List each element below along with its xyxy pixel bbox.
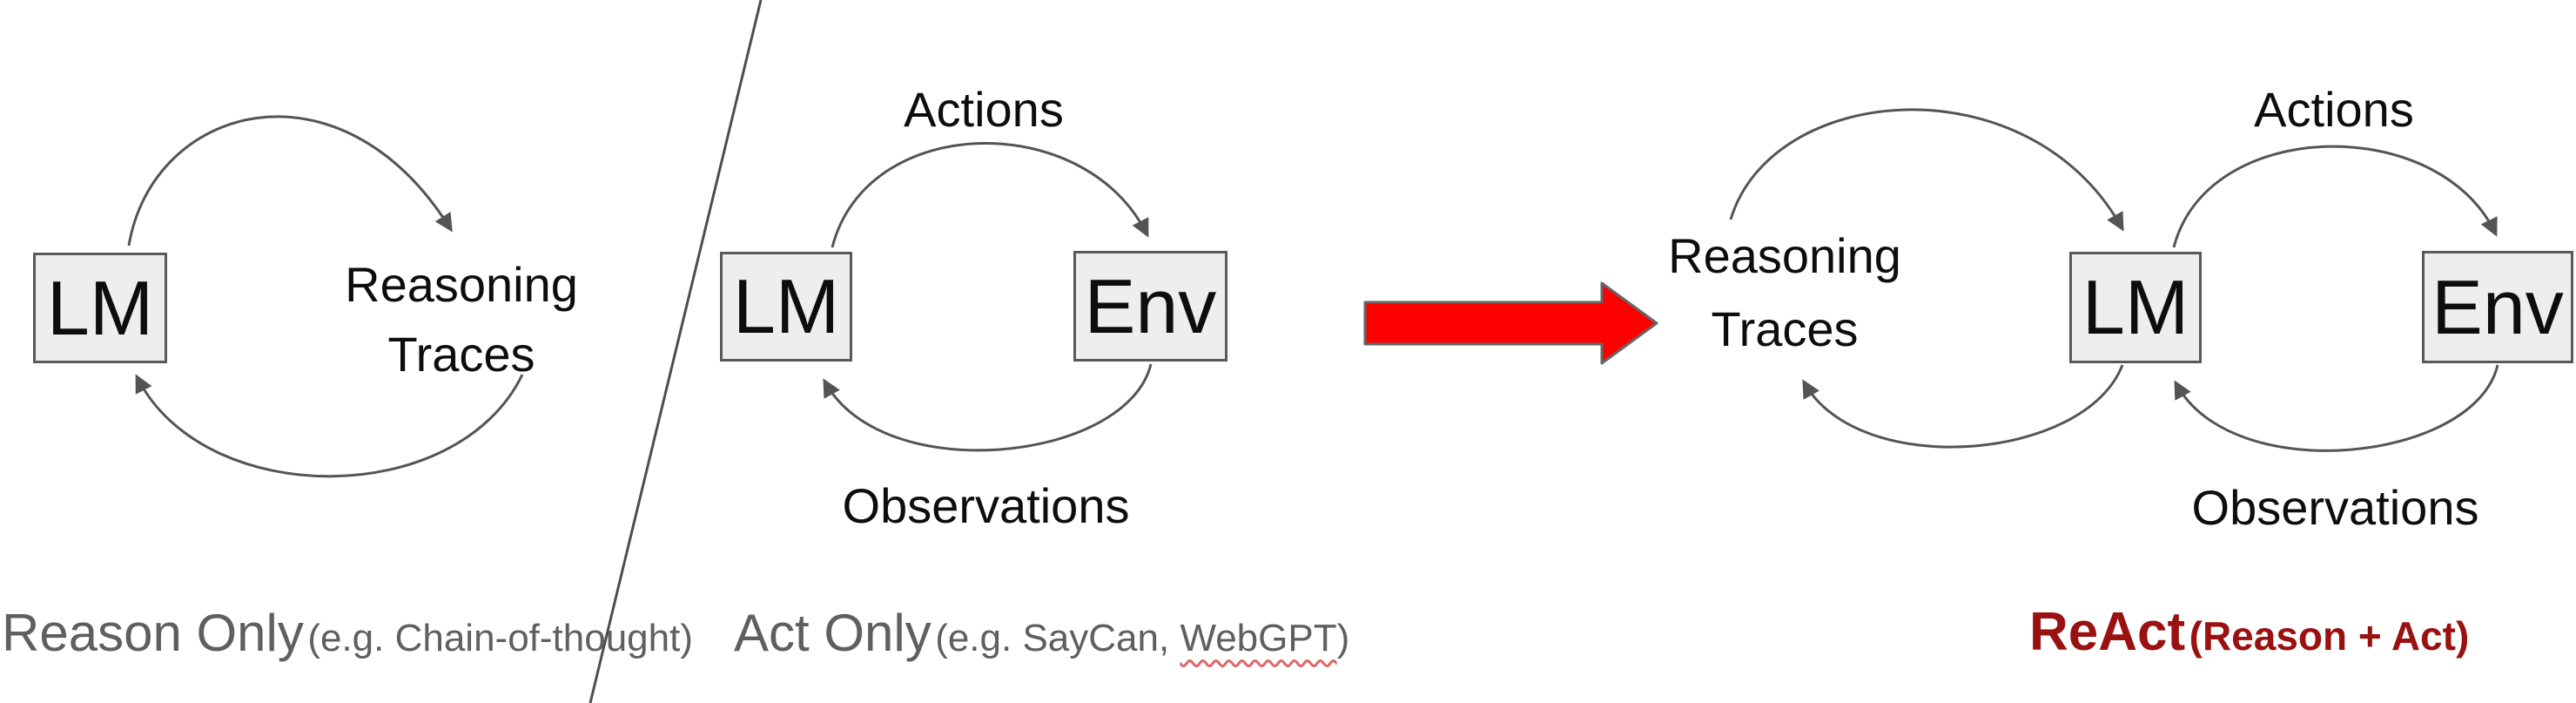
act-only-caption-detail: (e.g. SayCan, WebGPT): [935, 617, 1349, 659]
middle-bottom-arc: [823, 363, 1153, 452]
env-node: Env: [2422, 251, 2573, 363]
act-only-caption-main: Act Only: [734, 604, 932, 662]
env-node-label: Env: [1084, 262, 1217, 349]
react-caption: ReAct (Reason + Act): [2029, 601, 2469, 663]
left-top-arc: [127, 115, 453, 247]
lm-node-label: LM: [2082, 264, 2189, 350]
env-node-label: Env: [2431, 263, 2564, 350]
observations-label: Observations: [2185, 479, 2485, 536]
reasoning-traces-line1: Reasoning: [345, 257, 578, 312]
observations-label-text: Observations: [842, 478, 1130, 533]
right-reasoning-bottom-arc: [1802, 364, 2124, 449]
act-only-caption: Act Only (e.g. SayCan, WebGPT): [734, 603, 1349, 663]
actions-label-text: Actions: [2254, 82, 2414, 137]
reasoning-traces-line2: Traces: [1711, 301, 1859, 356]
lm-node: LM: [720, 252, 852, 362]
env-node: Env: [1073, 251, 1227, 362]
reasoning-traces-line2: Traces: [387, 327, 535, 382]
observations-label-text: Observations: [2191, 480, 2479, 535]
reasoning-traces-label: Reasoning Traces: [1637, 220, 1933, 366]
right-action-bottom-arc: [2174, 364, 2499, 452]
transform-arrow-icon: [1363, 281, 1658, 365]
reason-only-caption-detail: (e.g. Chain-of-thought): [307, 617, 693, 659]
divider-line: [589, 0, 763, 703]
actions-label: Actions: [853, 81, 1114, 138]
right-reasoning-top-arc: [1729, 108, 2124, 232]
act-only-caption-detail-prefix: (e.g. SayCan,: [935, 617, 1180, 659]
observations-label: Observations: [836, 477, 1136, 534]
act-only-caption-detail-suffix: ): [1336, 617, 1350, 659]
left-bottom-arc: [135, 374, 524, 478]
lm-node-label: LM: [46, 264, 154, 351]
reasoning-traces-line1: Reasoning: [1668, 228, 1901, 283]
reason-only-caption: Reason Only (e.g. Chain-of-thought): [2, 603, 693, 663]
reason-only-caption-main: Reason Only: [2, 604, 304, 662]
lm-node-label: LM: [732, 263, 840, 349]
lm-node: LM: [33, 253, 167, 363]
lm-node: LM: [2069, 252, 2202, 363]
middle-top-arc: [831, 142, 1149, 248]
react-caption-detail: (Reason + Act): [2189, 613, 2470, 659]
right-action-top-arc: [2172, 145, 2498, 248]
actions-label-text: Actions: [904, 82, 1064, 137]
react-caption-main: ReAct: [2029, 602, 2186, 662]
act-only-caption-webgpt: WebGPT: [1180, 617, 1337, 659]
reasoning-traces-label: Reasoning Traces: [313, 250, 609, 389]
actions-label: Actions: [2203, 81, 2465, 138]
